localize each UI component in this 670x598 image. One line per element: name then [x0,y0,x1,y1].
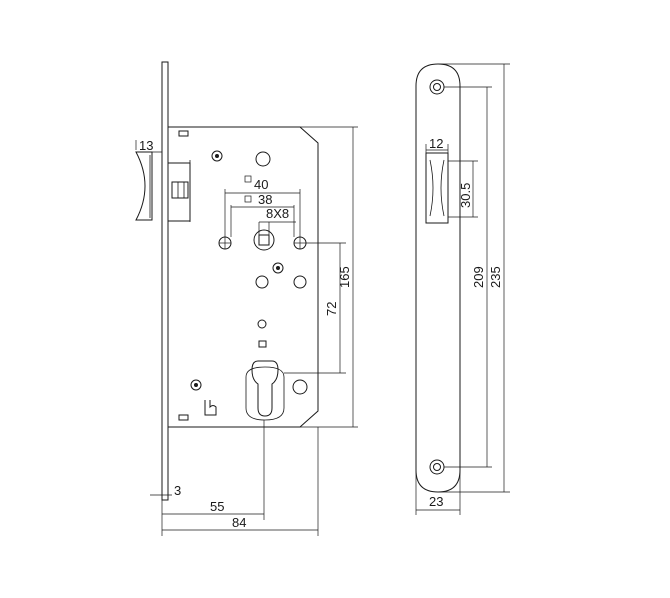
dim-opening-width: 12 [429,136,443,151]
latch-bolt [135,151,191,222]
through-holes [218,236,307,250]
rivet-bottom-icon [190,379,202,391]
strike-dimensions: 12 30.5 209 235 23 [415,63,510,515]
dim-bolt-width: 13 [139,138,153,153]
hole-bottom [292,379,308,395]
slot-top [178,130,189,137]
dim-hole-spacing: 209 [471,266,486,288]
screw-hole-top-icon [429,79,445,95]
dim-case-depth: 84 [232,515,246,530]
cylinder-cutout [245,360,285,421]
dim-distance-38: 38 [258,192,272,207]
spindle-follower [253,229,275,251]
dim-backset: 55 [210,499,224,514]
dim-center-72: 72 [324,302,339,316]
front-plate [161,61,169,501]
dim-height-165: 165 [337,266,352,288]
screw-hole-bottom-icon [429,459,445,475]
bracket-hook [204,400,217,416]
dim-faceplate-thickness: 3 [174,483,181,498]
hole-mid-left [255,275,269,289]
dim-plate-length: 235 [488,266,503,288]
lock-dimensions: 13 40 38 8X8 165 72 3 [135,126,358,536]
rivet-mid-icon [272,262,284,274]
dim-opening-height: 30.5 [458,183,473,208]
lock-case [168,126,319,428]
hole-mid-right [293,275,307,289]
hole-top [255,151,271,167]
dim-plate-width: 23 [429,494,443,509]
slot-mid [258,340,267,348]
latch-opening [425,152,449,224]
dim-distance-40: 40 [254,177,268,192]
rivet-top-icon [211,150,223,162]
strike-plate [415,63,461,493]
dim-spindle: 8X8 [266,206,289,221]
slot-bottom [178,414,189,421]
lock-body [135,61,319,501]
hole-small [257,319,267,329]
